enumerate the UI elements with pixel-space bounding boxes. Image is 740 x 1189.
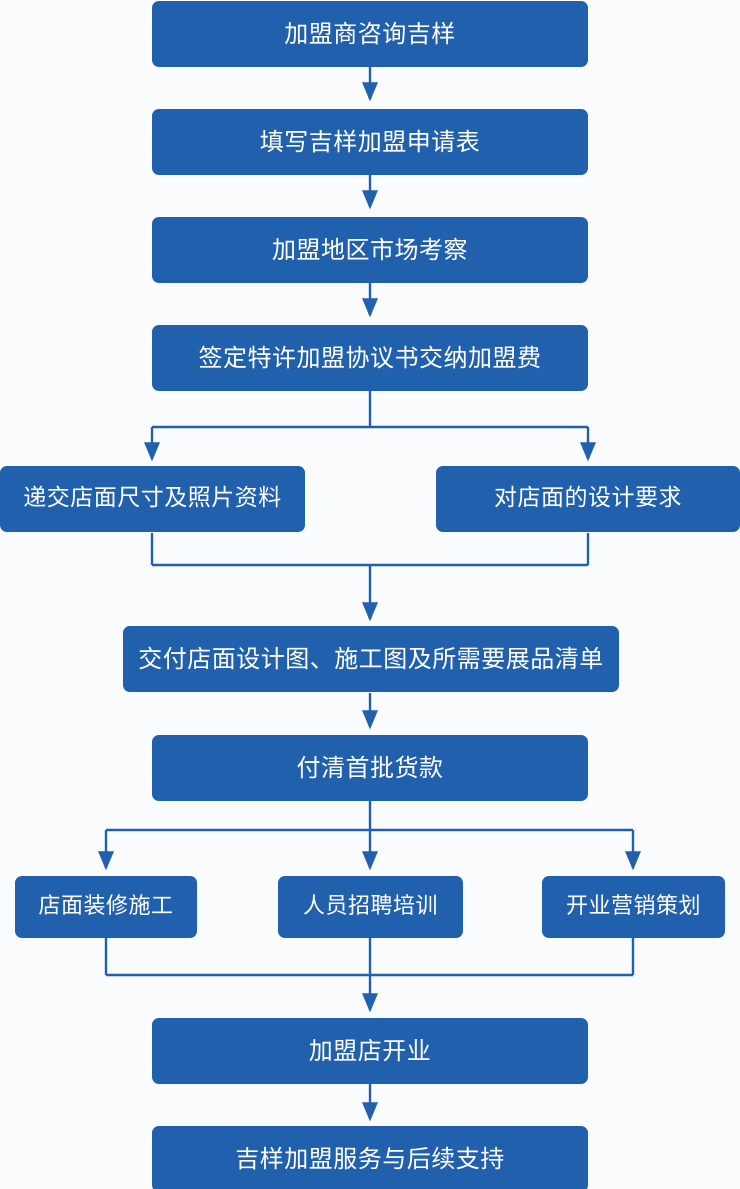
- flow-node-label: 付清首批货款: [296, 753, 444, 782]
- flow-node-n10[interactable]: 人员招聘培训: [278, 876, 463, 938]
- flow-node-n6[interactable]: 对店面的设计要求: [436, 466, 740, 532]
- flow-node-label: 加盟地区市场考察: [272, 235, 468, 264]
- flow-node-n11[interactable]: 开业营销策划: [542, 876, 725, 938]
- flow-node-n2[interactable]: 填写吉样加盟申请表: [152, 109, 588, 175]
- flow-node-n4[interactable]: 签定特许加盟协议书交纳加盟费: [152, 325, 588, 391]
- flow-node-label: 交付店面设计图、施工图及所需要展品清单: [138, 644, 604, 673]
- flow-node-label: 开业营销策划: [565, 893, 701, 919]
- flow-node-n9[interactable]: 店面装修施工: [15, 876, 197, 938]
- flow-node-label: 加盟商咨询吉样: [284, 19, 456, 48]
- flow-node-label: 店面装修施工: [38, 893, 174, 919]
- flow-node-label: 签定特许加盟协议书交纳加盟费: [198, 343, 542, 372]
- flow-node-label: 填写吉样加盟申请表: [259, 127, 481, 156]
- flow-node-label: 对店面的设计要求: [494, 485, 682, 512]
- flow-node-label: 递交店面尺寸及照片资料: [23, 485, 282, 512]
- flow-node-n1[interactable]: 加盟商咨询吉样: [152, 1, 588, 67]
- flow-node-label: 加盟店开业: [308, 1036, 432, 1065]
- flow-node-n3[interactable]: 加盟地区市场考察: [152, 217, 588, 283]
- flow-node-n8[interactable]: 付清首批货款: [152, 735, 588, 801]
- flow-node-n7[interactable]: 交付店面设计图、施工图及所需要展品清单: [123, 626, 619, 692]
- flow-node-label: 人员招聘培训: [302, 893, 438, 919]
- flow-node-n5[interactable]: 递交店面尺寸及照片资料: [0, 466, 305, 532]
- flow-node-label: 吉样加盟服务与后续支持: [235, 1144, 505, 1173]
- flow-node-n12[interactable]: 加盟店开业: [152, 1018, 588, 1084]
- flow-node-n13[interactable]: 吉样加盟服务与后续支持: [152, 1126, 588, 1189]
